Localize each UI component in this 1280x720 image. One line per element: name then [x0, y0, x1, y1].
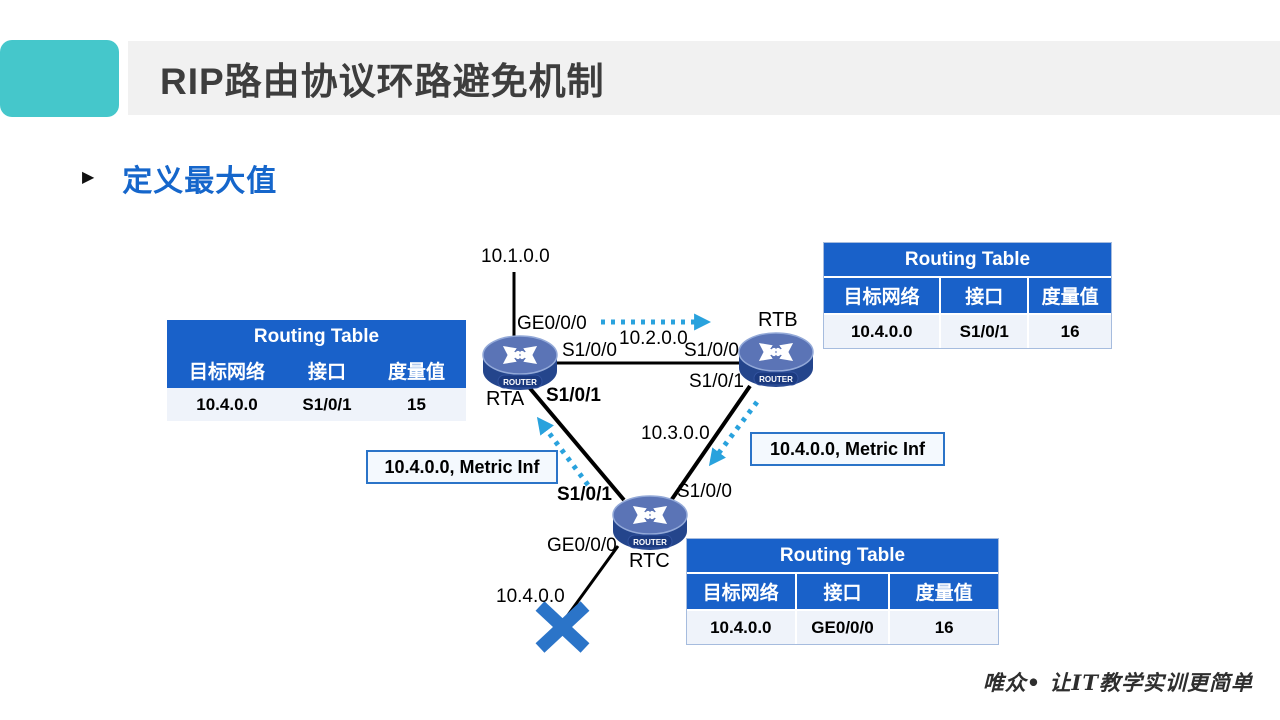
routing-table-title: Routing Table — [167, 320, 466, 353]
metric-inf-callout-to-rtc: 10.4.0.0, Metric Inf — [750, 432, 945, 466]
callout-text: 10.4.0.0, Metric Inf — [769, 438, 926, 459]
routing-table-rtc: Routing Table 目标网络 接口 度量值 10.4.0.0 GE0/0… — [686, 538, 999, 645]
interface-label-rta-ge000: GE0/0/0 — [517, 313, 587, 334]
router-name-rtb: RTB — [758, 309, 798, 331]
header-interface: 接口 — [796, 574, 889, 609]
bullet-triangle-icon: ▶ — [82, 169, 95, 186]
table-row: 10.4.0.0 S1/0/1 16 — [824, 315, 1111, 348]
cell-interface: S1/0/1 — [287, 388, 367, 421]
interface-label-rtb-s100: S1/0/0 — [684, 340, 739, 361]
routing-table-rta: Routing Table 目标网络 接口 度量值 10.4.0.0 S1/0/… — [167, 320, 466, 421]
metric-inf-callout-to-rta: 10.4.0.0, Metric Inf — [366, 450, 558, 484]
interface-label-rtc-s101: S1/0/1 — [557, 484, 612, 505]
router-label: ROUTER — [759, 375, 793, 384]
network-label-10-3-0-0: 10.3.0.0 — [641, 423, 710, 444]
interface-label-rtc-s100: S1/0/0 — [677, 481, 732, 502]
header-interface: 接口 — [941, 278, 1028, 313]
link-down-cross-icon — [535, 601, 590, 653]
routing-table-header-row: 目标网络 接口 度量值 — [167, 353, 466, 388]
routing-table-title: Routing Table — [824, 243, 1111, 276]
interface-label-rtc-ge000: GE0/0/0 — [547, 535, 617, 556]
header-metric: 度量值 — [890, 574, 998, 609]
header-metric: 度量值 — [367, 353, 466, 388]
cell-metric: 16 — [1029, 315, 1111, 348]
router-rtc-icon: ROUTER — [612, 495, 688, 550]
interface-label-rtb-s101: S1/0/1 — [689, 371, 744, 392]
routing-table-header-row: 目标网络 接口 度量值 — [824, 278, 1111, 313]
network-label-10-1-0-0: 10.1.0.0 — [481, 246, 550, 267]
routing-table-title: Routing Table — [687, 539, 998, 572]
cell-interface: GE0/0/0 — [796, 611, 889, 644]
router-rta-icon: ROUTER — [482, 335, 558, 390]
header-destination: 目标网络 — [687, 574, 795, 609]
table-row: 10.4.0.0 GE0/0/0 16 — [687, 611, 998, 644]
subtitle-text: 定义最大值 — [122, 165, 278, 198]
header-destination: 目标网络 — [824, 278, 940, 313]
router-label: ROUTER — [503, 378, 537, 387]
cell-destination: 10.4.0.0 — [824, 315, 940, 348]
subtitle-row: ▶ 定义最大值 — [82, 156, 277, 200]
network-label-10-4-0-0: 10.4.0.0 — [496, 586, 565, 607]
cell-interface: S1/0/1 — [941, 315, 1028, 348]
routing-table-header-row: 目标网络 接口 度量值 — [687, 574, 998, 609]
title-accent-block — [0, 40, 119, 117]
router-label: ROUTER — [633, 538, 667, 547]
routing-table-rtb: Routing Table 目标网络 接口 度量值 10.4.0.0 S1/0/… — [823, 242, 1112, 349]
cell-metric: 15 — [367, 388, 466, 421]
cell-destination: 10.4.0.0 — [167, 388, 287, 421]
header-interface: 接口 — [287, 353, 367, 388]
router-name-rta: RTA — [486, 388, 525, 410]
header-destination: 目标网络 — [167, 353, 287, 388]
footer-slogan: 唯众• 让IT教学实训更简单 — [982, 670, 1253, 695]
cell-destination: 10.4.0.0 — [687, 611, 795, 644]
link-rtc-net4 — [558, 545, 620, 627]
router-rtb-icon: ROUTER — [738, 332, 814, 387]
interface-label-rta-s101: S1/0/1 — [546, 385, 601, 406]
network-label-10-2-0-0: 10.2.0.0 — [619, 328, 688, 349]
router-name-rtc: RTC — [629, 550, 670, 572]
header-metric: 度量值 — [1029, 278, 1111, 313]
interface-label-rta-s100: S1/0/0 — [562, 340, 617, 361]
table-row: 10.4.0.0 S1/0/1 15 — [167, 388, 466, 421]
callout-text: 10.4.0.0, Metric Inf — [384, 456, 540, 477]
cell-metric: 16 — [890, 611, 998, 644]
page-title: RIP路由协议环路避免机制 — [160, 61, 605, 102]
title-bar: RIP路由协议环路避免机制 — [128, 41, 1280, 115]
